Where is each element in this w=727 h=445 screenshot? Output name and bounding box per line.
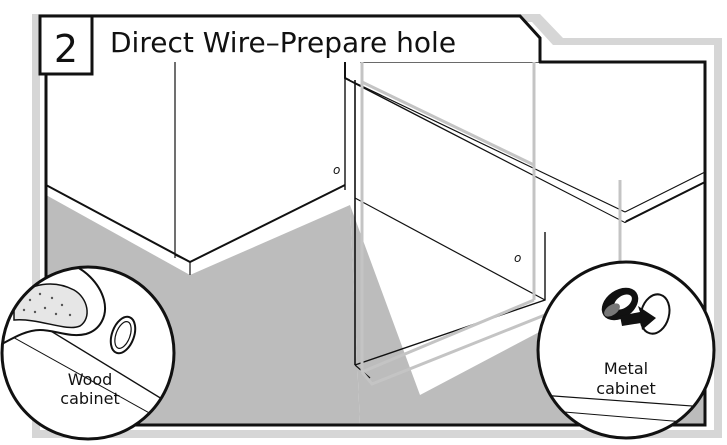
metal-label-line2: cabinet <box>596 379 655 398</box>
metal-cabinet-inset: Metal cabinet <box>536 260 716 440</box>
wood-label-line1: Wood <box>68 370 113 389</box>
hole-outline-icon <box>109 315 137 355</box>
wood-cabinet-inset: Wood cabinet <box>0 265 176 441</box>
header-tab: 2 Direct Wire–Prepare hole <box>38 14 542 76</box>
step-title: Direct Wire–Prepare hole <box>110 26 456 59</box>
cabinet-hole-right: o <box>514 251 521 265</box>
step-number: 2 <box>54 27 78 71</box>
cabinet-hole-left: o <box>333 163 340 177</box>
grommet-icon <box>601 287 639 321</box>
wood-label-line2: cabinet <box>60 389 119 408</box>
left-cabinet <box>46 62 346 275</box>
insert-arrow-icon <box>620 306 656 330</box>
appliance-outline <box>360 62 622 386</box>
step-number-box <box>38 14 94 76</box>
metal-label-line1: Metal <box>604 359 648 378</box>
right-cabinet <box>344 61 705 379</box>
